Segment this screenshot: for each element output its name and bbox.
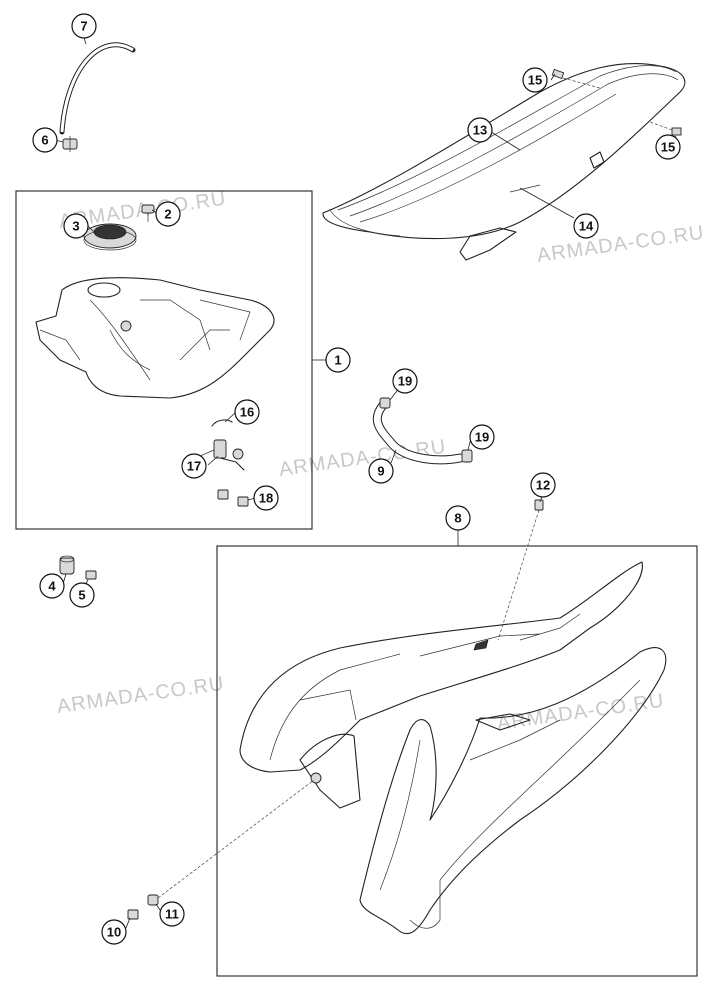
svg-text:13: 13 xyxy=(473,123,487,138)
spacer-screw-part xyxy=(85,570,97,580)
callout-16: 16 xyxy=(234,399,260,425)
svg-text:12: 12 xyxy=(536,478,550,493)
svg-text:9: 9 xyxy=(377,464,384,479)
callout-15: 15 xyxy=(655,134,681,160)
fuel-tank-part xyxy=(35,277,275,399)
breather-hose-part xyxy=(372,399,465,465)
svg-text:11: 11 xyxy=(165,907,179,922)
hose-fitting-part xyxy=(62,136,78,152)
callout-15: 15 xyxy=(522,67,548,93)
svg-text:15: 15 xyxy=(528,73,542,88)
watermark: ARMADA-CO.RU xyxy=(56,673,226,718)
seat-part xyxy=(322,63,686,261)
callout-7: 7 xyxy=(71,13,97,39)
svg-text:6: 6 xyxy=(41,133,48,148)
svg-text:2: 2 xyxy=(164,207,171,222)
svg-text:4: 4 xyxy=(48,579,56,594)
watermark: ARMADA-CO.RU xyxy=(496,690,666,735)
callout-14: 14 xyxy=(573,213,599,239)
svg-text:18: 18 xyxy=(259,491,273,506)
callout-8: 8 xyxy=(445,505,471,531)
callout-9: 9 xyxy=(368,458,394,484)
tap-screw-part xyxy=(217,489,249,507)
svg-text:16: 16 xyxy=(240,405,254,420)
leader-lines xyxy=(54,37,677,929)
svg-text:3: 3 xyxy=(72,219,79,234)
svg-text:15: 15 xyxy=(661,140,675,155)
svg-text:14: 14 xyxy=(579,219,594,234)
svg-text:10: 10 xyxy=(107,925,121,940)
callout-11: 11 xyxy=(159,901,185,927)
callout-17: 17 xyxy=(181,453,207,479)
svg-text:8: 8 xyxy=(454,511,461,526)
callout-3: 3 xyxy=(63,213,89,239)
filler-cap-screw-part xyxy=(141,204,155,222)
callout-6: 6 xyxy=(32,127,58,153)
svg-text:19: 19 xyxy=(398,374,412,389)
callout-1: 1 xyxy=(325,347,351,373)
fuel-tap-part xyxy=(199,439,245,471)
seat-bolt-part xyxy=(649,121,682,136)
callout-2: 2 xyxy=(155,201,181,227)
hose-clamp-part xyxy=(379,397,391,409)
callout-5: 5 xyxy=(69,582,95,608)
spoiler-washer-part xyxy=(147,779,315,906)
right-spoiler-part xyxy=(359,647,667,935)
callout-19: 19 xyxy=(392,368,418,394)
callout-13: 13 xyxy=(467,117,493,143)
svg-text:19: 19 xyxy=(475,430,489,445)
svg-text:17: 17 xyxy=(187,459,201,474)
svg-text:7: 7 xyxy=(80,19,87,34)
svg-text:5: 5 xyxy=(78,588,85,603)
clip-part xyxy=(211,419,233,427)
left-spoiler-part xyxy=(239,561,643,809)
seat-bolt-part xyxy=(551,68,601,89)
callout-18: 18 xyxy=(253,485,279,511)
callout-19: 19 xyxy=(469,424,495,450)
svg-text:1: 1 xyxy=(334,353,341,368)
spoiler-screw-part xyxy=(497,499,544,641)
spoiler-bolt-part xyxy=(127,909,139,920)
callout-10: 10 xyxy=(101,919,127,945)
spoiler-group-frame xyxy=(216,545,698,977)
hose-clamp-part xyxy=(461,449,473,463)
callout-4: 4 xyxy=(39,573,65,599)
spacer-part xyxy=(59,555,75,575)
fuel-hose-part xyxy=(59,42,136,135)
callout-12: 12 xyxy=(530,472,556,498)
filler-cap-part xyxy=(83,223,137,251)
watermark: ARMADA-CO.RU xyxy=(536,222,706,267)
